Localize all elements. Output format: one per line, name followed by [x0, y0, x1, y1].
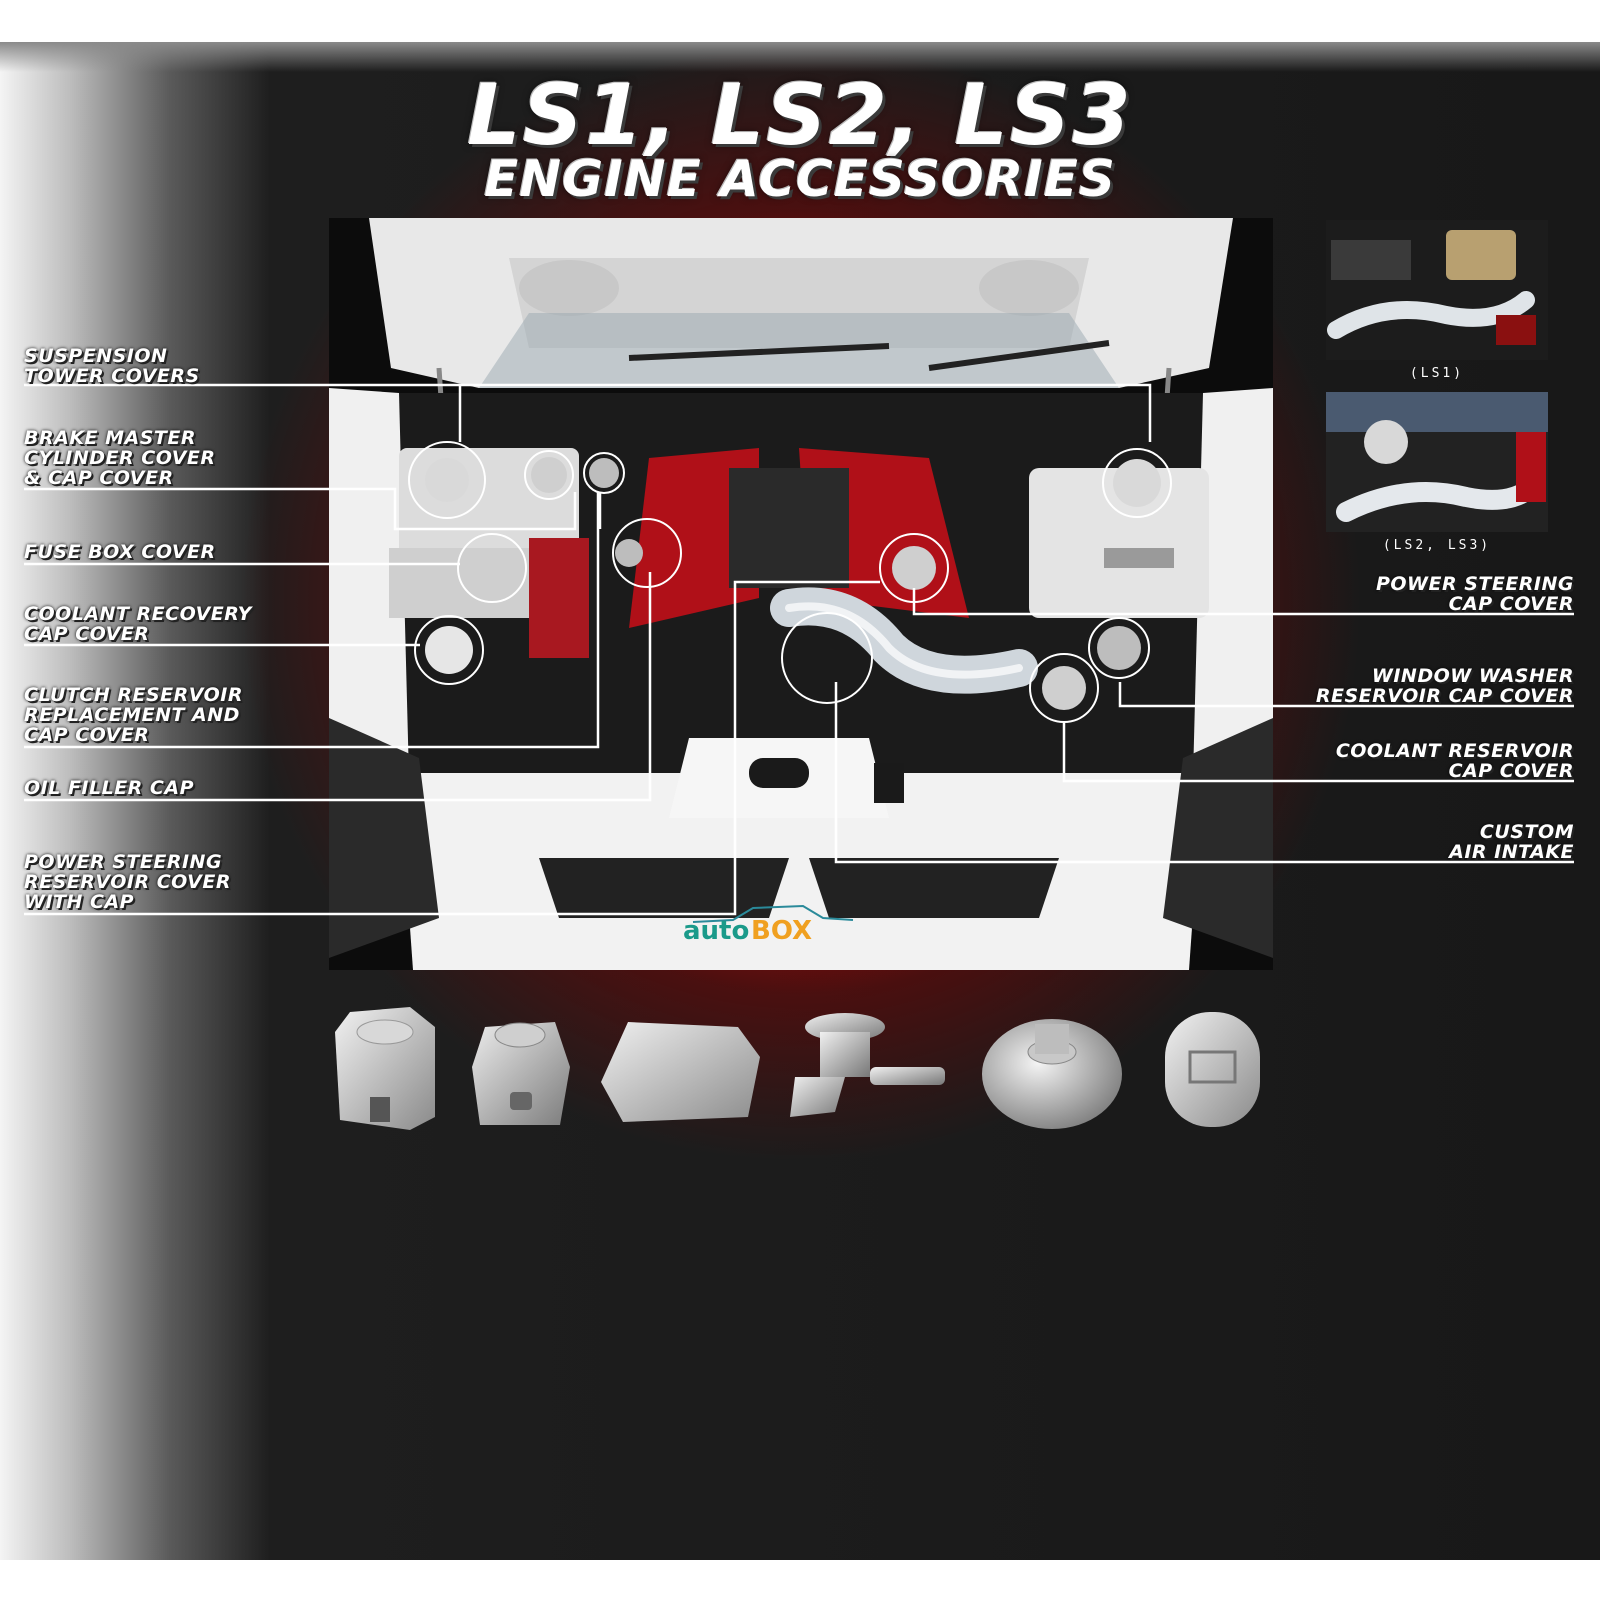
- label-oil-filler-cap: OIL FILLER CAP: [24, 778, 194, 798]
- page-title: LS1, LS2, LS3: [467, 66, 1133, 164]
- label-line: SUSPENSION: [24, 345, 168, 367]
- label-line: CLUTCH RESERVOIR: [24, 684, 243, 706]
- label-line: BRAKE MASTER: [24, 427, 196, 449]
- label-line: CAP COVER: [24, 724, 150, 746]
- poster: LS1, LS2, LS3 ENGINE ACCESSORIES: [0, 42, 1600, 1560]
- label-line: CAP COVER: [1448, 760, 1574, 782]
- watermark-logo: auto BOX: [683, 900, 863, 950]
- label-line: AIR INTAKE: [1449, 841, 1574, 863]
- label-line: WITH CAP: [24, 891, 135, 913]
- label-coolant-reservoir-cap-cover: COOLANT RESERVOIR CAP COVER: [1336, 741, 1574, 781]
- cap-cover-icon: [1165, 1012, 1260, 1127]
- label-coolant-recovery-cap-cover: COOLANT RECOVERY CAP COVER: [24, 604, 252, 644]
- label-window-washer-reservoir-cap-cover: WINDOW WASHER RESERVOIR CAP COVER: [1316, 666, 1574, 706]
- label-line: WINDOW WASHER: [1371, 665, 1574, 687]
- label-line: CAP COVER: [1448, 593, 1574, 615]
- label-line: COOLANT RESERVOIR: [1335, 740, 1574, 762]
- label-clutch-reservoir: CLUTCH RESERVOIR REPLACEMENT AND CAP COV…: [24, 685, 243, 745]
- label-line: POWER STEERING: [24, 851, 223, 873]
- label-power-steering-cap-cover: POWER STEERING CAP COVER: [1376, 574, 1574, 614]
- thumbnail-caption-ls1: (LS1): [1409, 366, 1465, 381]
- reservoir-cover-icon: [472, 1022, 570, 1125]
- label-line: REPLACEMENT AND: [24, 704, 240, 726]
- thumbnail-ls2-ls3-photo: [1326, 392, 1548, 532]
- brake-master-cover-icon: [335, 1007, 435, 1130]
- tower-cover-icon: [982, 1019, 1122, 1129]
- fuse-box-cover-icon: [601, 1022, 760, 1122]
- poster-top-fade: [0, 42, 1600, 72]
- label-line: FUSE BOX COVER: [24, 541, 216, 563]
- watermark-text-box: BOX: [751, 916, 813, 946]
- label-line: TOWER COVERS: [24, 365, 200, 387]
- label-line: OIL FILLER CAP: [24, 777, 195, 799]
- label-suspension-tower-covers: SUSPENSION TOWER COVERS: [24, 346, 200, 386]
- engine-bay-photo: [329, 218, 1273, 970]
- thumbnail-ls1: (LS1): [1326, 220, 1548, 381]
- label-line: & CAP COVER: [24, 467, 174, 489]
- thumbnail-ls1-photo: [1326, 220, 1548, 360]
- thumbnail-ls2-ls3: (LS2, LS3): [1326, 392, 1548, 553]
- label-line: RESERVOIR COVER: [24, 871, 231, 893]
- page-subtitle: ENGINE ACCESSORIES: [484, 150, 1116, 208]
- oil-filler-cap-icon: [790, 1013, 945, 1117]
- thumbnail-caption-ls2-ls3: (LS2, LS3): [1382, 538, 1492, 553]
- label-brake-master-cylinder-cover: BRAKE MASTER CYLINDER COVER & CAP COVER: [24, 428, 216, 488]
- label-fuse-box-cover: FUSE BOX COVER: [24, 542, 216, 562]
- label-line: COOLANT RECOVERY: [24, 603, 252, 625]
- label-line: POWER STEERING: [1375, 573, 1574, 595]
- label-line: CYLINDER COVER: [24, 447, 216, 469]
- label-line: CAP COVER: [24, 623, 150, 645]
- label-power-steering-reservoir-cover: POWER STEERING RESERVOIR COVER WITH CAP: [24, 852, 231, 912]
- label-line: RESERVOIR CAP COVER: [1315, 685, 1574, 707]
- watermark-text-auto: auto: [683, 916, 750, 946]
- product-row: [330, 1002, 1290, 1152]
- label-custom-air-intake: CUSTOM AIR INTAKE: [1449, 822, 1574, 862]
- label-line: CUSTOM: [1479, 821, 1574, 843]
